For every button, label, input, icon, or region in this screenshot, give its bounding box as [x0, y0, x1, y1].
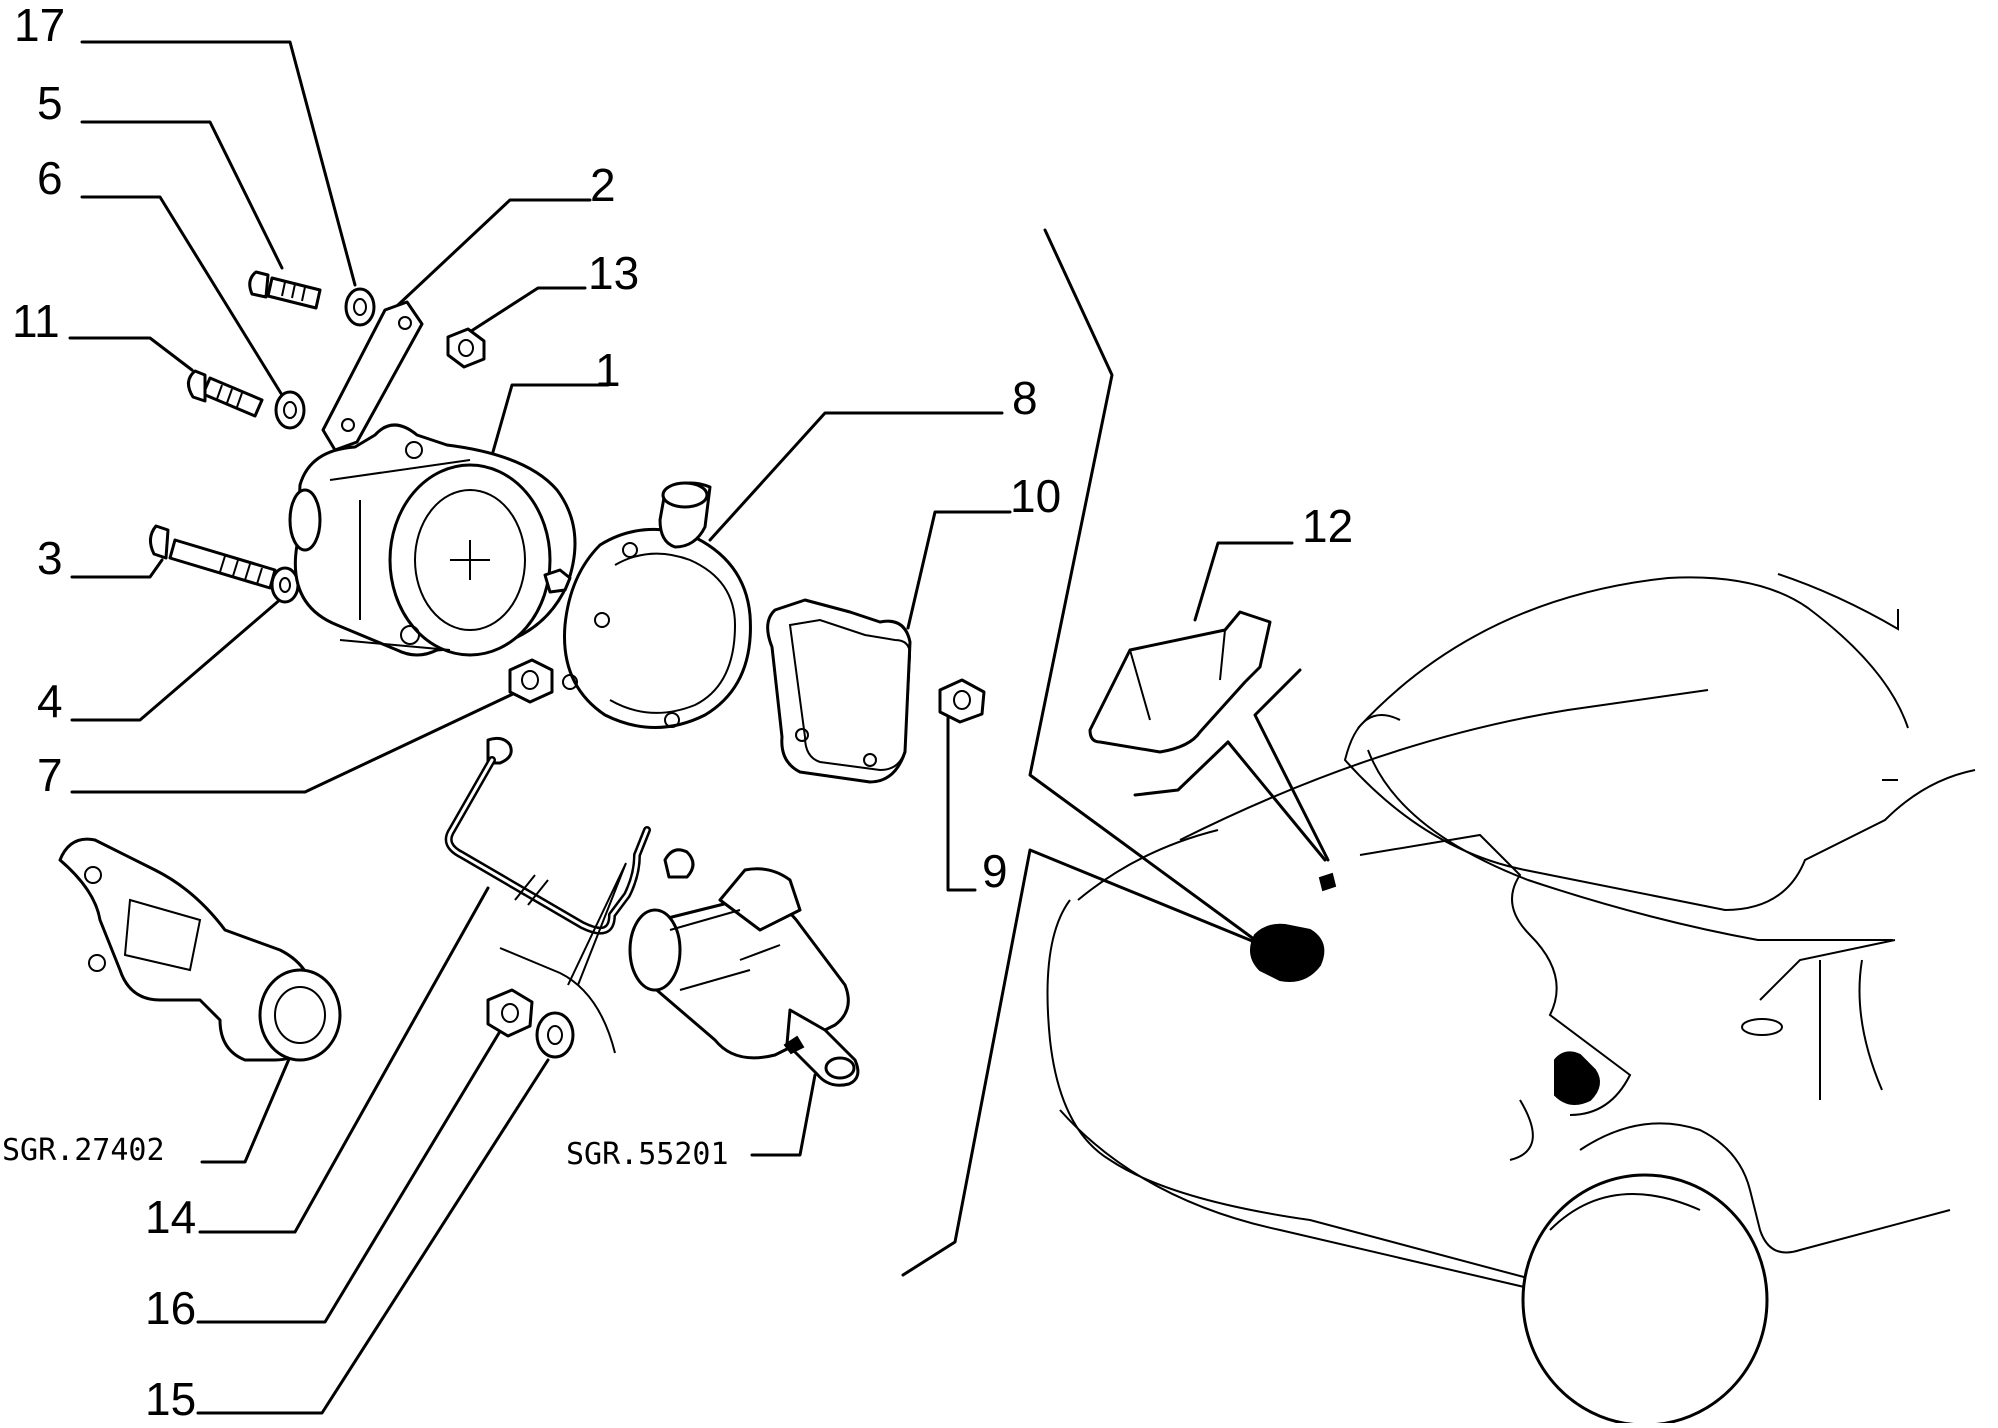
leader-15: [196, 1058, 550, 1415]
cover-8: [562, 481, 752, 729]
leader-17: [80, 40, 357, 287]
leader-7: [70, 691, 517, 794]
leader-8: [708, 411, 1004, 542]
leader-5: [80, 120, 284, 270]
callout-17: 17: [14, 0, 66, 51]
leader-12-to-car: [1226, 740, 1327, 862]
leader-sgr-55201: [750, 1073, 817, 1157]
callout-4: 4: [37, 675, 63, 727]
bracket-sgr-27402: [58, 837, 342, 1062]
cable-14: [444, 736, 695, 1054]
leader-long-upper: [1028, 228, 1264, 947]
leader-1: [483, 383, 610, 482]
washer-6: [274, 390, 306, 430]
callout-3: 3: [37, 532, 63, 584]
nut-7: [508, 658, 554, 704]
starter-motor: [628, 867, 860, 1087]
callout-11: 11: [12, 295, 60, 347]
leader-6: [80, 195, 284, 397]
shield-10: [766, 598, 912, 784]
callout-9: 9: [982, 845, 1008, 897]
leader-12-tail: [1133, 740, 1230, 797]
nut-9: [938, 678, 986, 724]
leader-3: [70, 558, 164, 579]
bolt-3: [149, 524, 277, 590]
ref-sgr-55201: SGR.55201: [566, 1137, 729, 1172]
callout-2: 2: [590, 159, 616, 211]
leader-11: [68, 336, 194, 372]
washer-4: [270, 566, 300, 604]
nut-13: [446, 327, 486, 369]
callout-5: 5: [37, 77, 63, 129]
callout-12: 12: [1302, 500, 1354, 552]
leader-sgr-27402: [200, 1050, 294, 1164]
callout-10: 10: [1010, 470, 1062, 522]
leader-12: [1193, 541, 1294, 622]
callout-1: 1: [595, 344, 621, 396]
leader-long-lower: [901, 848, 1264, 1277]
leader-12-to-car-2: [1253, 668, 1330, 862]
callout-16: 16: [145, 1282, 197, 1334]
callout-8: 8: [1012, 372, 1038, 424]
leader-2: [396, 198, 592, 307]
callout-7: 7: [37, 749, 63, 801]
leader-14: [198, 886, 490, 1234]
leader-9: [946, 716, 977, 892]
leader-10: [906, 510, 1012, 630]
leader-13: [463, 286, 587, 337]
nut-16: [486, 988, 534, 1038]
ref-sgr-27402: SGR.27402: [2, 1133, 165, 1168]
callout-14: 14: [145, 1191, 197, 1243]
bracket-2: [321, 300, 424, 452]
washer-15: [535, 1011, 575, 1059]
leader-lines: [68, 40, 1330, 1415]
bolt-11: [187, 369, 264, 418]
car-outline: [1046, 573, 1976, 1427]
leader-4: [70, 596, 284, 722]
callout-13: 13: [588, 247, 640, 299]
bolt-5: [248, 270, 322, 310]
leader-16: [196, 1026, 504, 1324]
washer-17: [344, 287, 376, 327]
alternator-1: [288, 423, 577, 657]
callout-6: 6: [37, 152, 63, 204]
callout-15: 15: [145, 1373, 197, 1425]
cable-guide-12: [1088, 610, 1272, 754]
